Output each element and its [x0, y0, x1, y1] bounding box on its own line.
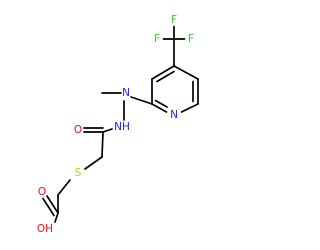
bond-ring-c3-c4-inner — [156, 70, 175, 83]
atom-label-f1: F — [154, 33, 160, 45]
bond-nh-carbonyl — [102, 128, 113, 133]
molecule-structure-diagram: F F F N N NH O S O OH — [37, 14, 199, 235]
bond-ring-n-c2-inner — [154, 99, 168, 108]
atom-label-f2: F — [171, 14, 177, 26]
bond-ring-n-c2 — [151, 103, 168, 113]
atom-label-o-carbonyl: O — [74, 124, 82, 136]
atom-label-n-methyl: N — [122, 87, 130, 99]
bond-s-ch2 — [57, 179, 71, 196]
bond-acid-c-o-2 — [42, 197, 55, 217]
bond-ring-c3-c4 — [151, 65, 175, 80]
bond-carbonyl-ch2 — [101, 131, 104, 158]
bond-acid-c-oh — [54, 212, 59, 223]
atom-label-o-acid: O — [38, 186, 46, 198]
atom-label-oh-acid: OH — [37, 223, 53, 235]
bond-ring-c6-n — [180, 103, 199, 113]
atom-label-n-amide: NH — [114, 121, 130, 133]
atom-label-s: S — [75, 167, 82, 179]
bond-acid-c-o-1 — [46, 195, 59, 214]
atom-label-n-pyridine: N — [170, 109, 178, 121]
atom-label-group: F F F N N NH O S O OH — [37, 14, 194, 235]
bond-ch2-s — [84, 156, 103, 170]
bond-group — [42, 25, 199, 223]
bond-ring-nmethyl — [130, 96, 153, 105]
atom-label-f3: F — [188, 33, 194, 45]
bond-ring-c4-c5 — [173, 65, 199, 80]
